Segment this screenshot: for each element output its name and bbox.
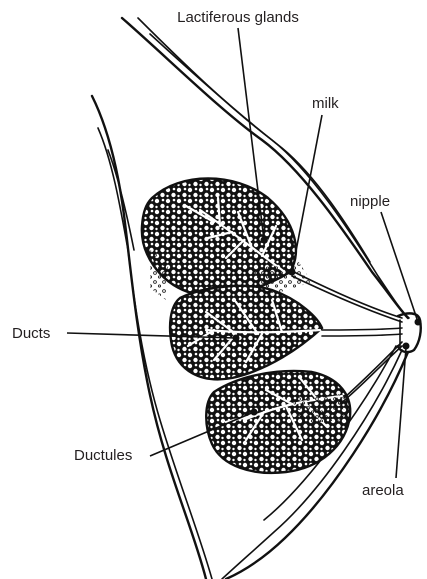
lobe-lower xyxy=(206,371,350,473)
label-lactiferous-glands: Lactiferous glands xyxy=(177,9,299,26)
label-nipple: nipple xyxy=(350,193,390,210)
label-ducts: Ducts xyxy=(12,325,50,342)
lobe-middle xyxy=(170,286,322,380)
label-ductules: Ductules xyxy=(74,447,132,464)
label-areola: areola xyxy=(362,482,404,499)
label-milk: milk xyxy=(312,95,339,112)
